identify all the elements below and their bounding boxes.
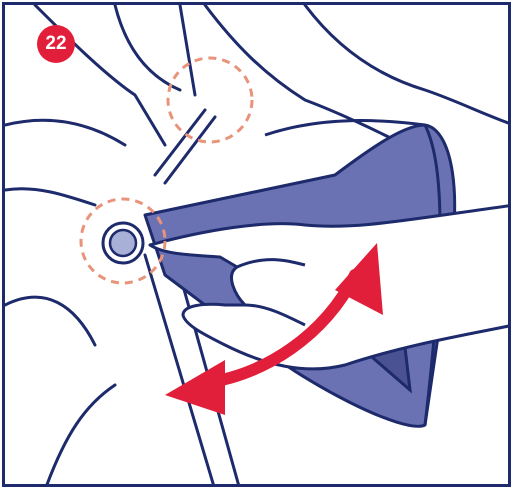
strap-highlight-icon xyxy=(168,58,252,142)
frame-line xyxy=(45,385,115,487)
frame-line xyxy=(5,120,125,145)
canopy-edge xyxy=(115,5,180,90)
frame-line xyxy=(5,189,95,205)
instruction-panel: 22 xyxy=(2,2,511,487)
fabric-edge xyxy=(205,5,425,155)
step-number-badge: 22 xyxy=(37,25,75,63)
canopy-seam xyxy=(180,5,195,95)
frame-line xyxy=(5,297,95,345)
illustration xyxy=(5,5,511,487)
fabric-edge xyxy=(305,5,511,125)
release-knob-icon xyxy=(103,223,143,263)
